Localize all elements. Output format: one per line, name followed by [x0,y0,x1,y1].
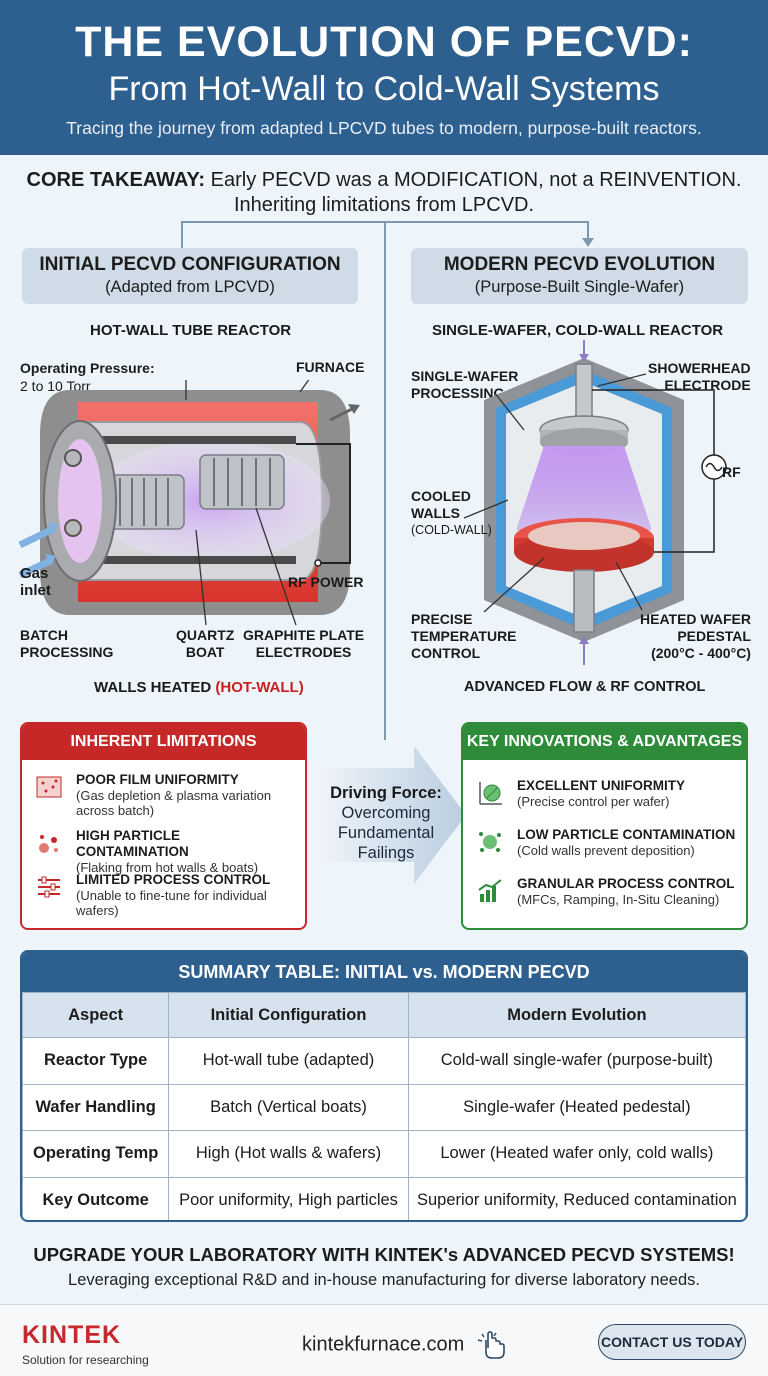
driving-force-text: Driving Force: Overcoming Fundamental Fa… [330,784,442,862]
sliders-icon [38,876,60,898]
innovations-title: KEY INNOVATIONS & ADVANTAGES [463,724,746,760]
table-cell: Batch (Vertical boats) [168,1083,409,1131]
table-header-cell: Aspect [22,992,170,1038]
low-contamination-icon [479,832,501,852]
table-cell: Single-wafer (Heated pedestal) [407,1083,746,1131]
table-cell: Wafer Handling [22,1083,170,1131]
table-cell: Key Outcome [22,1176,170,1220]
kintek-logo[interactable]: KINTEK [22,1321,122,1349]
cold-wall-reactor-diagram [463,340,727,665]
table-cell: High (Hot walls & wafers) [168,1130,409,1178]
rf-source-label: RF [722,464,741,480]
driving-force-arrow-shape [316,746,466,884]
innovation-item: EXCELLENT UNIFORMITY (Precise control pe… [477,778,736,809]
flow-connectors [181,221,594,740]
innovation-item: GRANULAR PROCESS CONTROL (MFCs, Ramping,… [477,876,736,907]
table-row: Reactor Type Hot-wall tube (adapted) Col… [22,1037,746,1085]
summary-table-title: SUMMARY TABLE: INITIAL vs. MODERN PECVD [22,952,746,992]
cta-headline: UPGRADE YOUR LABORATORY WITH KINTEK's AD… [33,1244,735,1265]
table-header-row: Aspect Initial Configuration Modern Evol… [22,992,746,1038]
table-row: Wafer Handling Batch (Vertical boats) Si… [22,1083,746,1131]
table-cell: Reactor Type [22,1037,170,1085]
page-tagline: Tracing the journey from adapted LPCVD t… [66,118,702,138]
page-subtitle: From Hot-Wall to Cold-Wall Systems [108,70,660,108]
table-cell: Cold-wall single-wafer (purpose-built) [407,1037,746,1085]
table-row: Operating Temp High (Hot walls & wafers)… [22,1130,746,1178]
walls-heated-label: WALLS HEATED (HOT-WALL) [94,679,304,696]
modern-evolution-title: MODERN PECVD EVOLUTION [443,254,716,275]
header-banner: THE EVOLUTION OF PECVD: From Hot-Wall to… [0,0,768,155]
table-header-cell: Initial Configuration [168,992,409,1038]
summary-table: SUMMARY TABLE: INITIAL vs. MODERN PECVD … [20,950,748,1222]
furnace-label: FURNACE [296,359,365,375]
page-title: THE EVOLUTION OF PECVD: [75,18,693,66]
uniformity-icon [479,782,502,805]
innovation-item: LOW PARTICLE CONTAMINATION (Cold walls p… [477,827,736,858]
limitation-item: LIMITED PROCESS CONTROL (Unable to fine-… [36,872,295,918]
limitation-item: HIGH PARTICLE CONTAMINATION (Flaking fro… [36,828,295,875]
hot-wall-tube-reactor-diagram [18,380,360,626]
rf-power-label: RF POWER [288,574,364,590]
contact-us-button[interactable]: CONTACT US TODAY [598,1324,746,1360]
core-takeaway: CORE TAKEAWAY: Early PECVD was a MODIFIC… [0,168,768,218]
table-cell: Operating Temp [22,1130,170,1178]
cta-subline: Leveraging exceptional R&D and in-house … [68,1271,700,1289]
logo-tagline: Solution for researching [22,1353,149,1367]
limitations-panel: INHERENT LIMITATIONS POOR FILM UNIFORMIT… [20,722,307,930]
table-row: Key Outcome Poor uniformity, High partic… [22,1176,746,1220]
bar-chart-icon [478,879,502,902]
table-cell: Lower (Heated wafer only, cold walls) [407,1130,746,1178]
initial-config-title: INITIAL PECVD CONFIGURATION [39,254,341,275]
website-link[interactable]: kintekfurnace.com [302,1330,508,1360]
table-header-cell: Modern Evolution [407,992,746,1038]
hot-wall-tag: (HOT-WALL) [215,679,304,696]
footer: KINTEK Solution for researching kintekfu… [0,1304,768,1376]
particle-icon [39,835,58,853]
initial-config-subtitle: (Adapted from LPCVD) [105,278,275,296]
core-line-1: Early PECVD was a MODIFICATION, not a RE… [210,169,742,191]
table-cell: Poor uniformity, High particles [168,1176,409,1220]
hot-wall-reactor-title: HOT-WALL TUBE REACTOR [90,322,292,339]
core-line-2: Inheriting limitations from LPCVD. [233,194,535,216]
initial-config-header: INITIAL PECVD CONFIGURATION (Adapted fro… [22,248,358,304]
innovations-panel: KEY INNOVATIONS & ADVANTAGES EXCELLENT U… [461,722,748,930]
film-uniformity-icon [36,776,62,798]
table-cell: Superior uniformity, Reduced contaminati… [407,1176,746,1220]
cold-wall-reactor-title: SINGLE-WAFER, COLD-WALL REACTOR [432,322,724,339]
advanced-flow-label: ADVANCED FLOW & RF CONTROL [464,679,706,695]
driving-force-arrow: Driving Force: Overcoming Fundamental Fa… [316,740,468,890]
limitations-title: INHERENT LIMITATIONS [22,724,305,760]
operating-pressure-label: Operating Pressure: [20,360,155,376]
limitation-item: POOR FILM UNIFORMITY (Gas depletion & pl… [36,772,295,818]
table-cell: Hot-wall tube (adapted) [168,1037,409,1085]
modern-evolution-header: MODERN PECVD EVOLUTION (Purpose-Built Si… [411,248,748,304]
core-label: CORE TAKEAWAY: [26,169,206,191]
modern-evolution-subtitle: (Purpose-Built Single-Wafer) [474,278,685,296]
pointer-hand-icon [477,1331,505,1359]
